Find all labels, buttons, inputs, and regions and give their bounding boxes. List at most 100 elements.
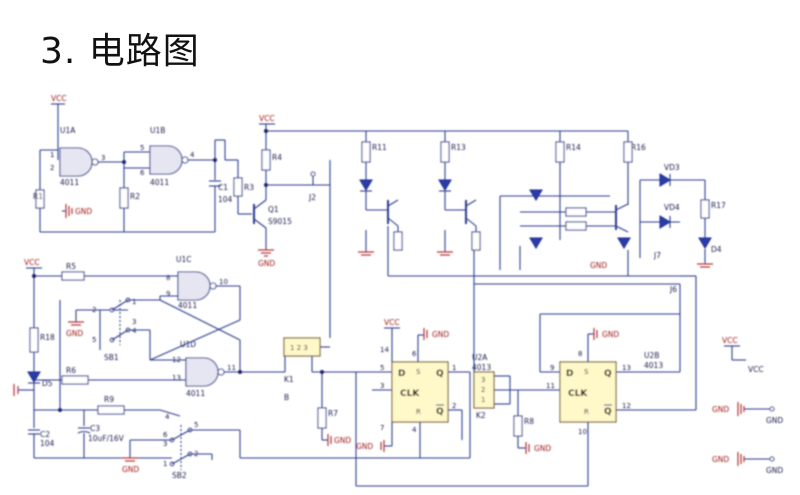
relay-K2: 3 2 1 K2 — [473, 371, 495, 420]
svg-text:U1A: U1A — [60, 126, 76, 135]
svg-text:13: 13 — [172, 374, 181, 382]
svg-text:13: 13 — [622, 364, 631, 372]
svg-text:11: 11 — [546, 382, 555, 390]
svg-text:6: 6 — [412, 350, 417, 358]
resistor-R5 — [61, 271, 85, 281]
svg-text:9: 9 — [550, 364, 554, 372]
svg-text:4: 4 — [132, 327, 137, 335]
svg-text:GND: GND — [122, 465, 139, 474]
svg-text:R2: R2 — [130, 192, 140, 201]
vcc-top-center: VCC — [259, 114, 275, 125]
resistor-R18 — [29, 327, 39, 353]
svg-text:4: 4 — [190, 151, 195, 159]
svg-text:VCC: VCC — [24, 258, 40, 267]
flip-flop-U2A: D S Q CLK R Q U2A 4013 5 3 1 2 6 4 7 14 — [380, 346, 491, 434]
transistor-Q1: Q1 S9015 — [253, 199, 292, 229]
gnd-symbol-1: GND — [62, 204, 92, 218]
vcc-left: VCC — [24, 258, 42, 269]
svg-text:10uF/16V: 10uF/16V — [88, 434, 125, 443]
svg-text:R6: R6 — [66, 366, 76, 375]
svg-text:7: 7 — [380, 424, 384, 432]
svg-text:VCC: VCC — [384, 318, 400, 327]
legend-gnd-2: GND GND — [712, 452, 783, 475]
svg-text:3: 3 — [481, 376, 485, 384]
resistor-R7 — [317, 407, 327, 429]
legend-vcc: VCC VCC — [722, 336, 764, 374]
led-branch-R11: R11 — [358, 131, 403, 256]
svg-text:J2: J2 — [308, 193, 316, 202]
svg-text:3: 3 — [163, 440, 167, 448]
svg-text:D4: D4 — [711, 245, 722, 254]
svg-text:U2B: U2B — [644, 351, 659, 360]
nand-gate-U1C: U1C 4011 8 9 10 — [166, 255, 228, 310]
svg-text:VD4: VD4 — [664, 203, 680, 212]
svg-text:CLK: CLK — [400, 389, 420, 399]
svg-text:1: 1 — [163, 460, 167, 468]
svg-text:5: 5 — [92, 336, 96, 344]
switch-SB1: 2 1 3 4 5 SB1 GND — [66, 297, 160, 362]
gnd-symbol-q1: GND — [258, 249, 275, 268]
svg-text:104: 104 — [40, 439, 55, 448]
svg-text:SB1: SB1 — [104, 353, 119, 362]
svg-text:GND: GND — [75, 207, 92, 216]
svg-text:K1: K1 — [284, 375, 294, 384]
svg-text:GND: GND — [766, 416, 783, 425]
svg-text:4013: 4013 — [472, 363, 491, 372]
resistor-R8 — [513, 415, 523, 437]
nand-gate-U1A: U1A 4011 1 2 3 — [50, 126, 105, 187]
led-D5 — [27, 371, 41, 383]
svg-text:4011: 4011 — [186, 389, 205, 398]
resistor-R6 — [61, 375, 89, 385]
svg-text:U2A: U2A — [472, 353, 488, 362]
svg-text:J7: J7 — [653, 251, 661, 260]
svg-text:C3: C3 — [90, 424, 100, 433]
svg-text:Q: Q — [604, 369, 612, 379]
svg-text:2: 2 — [481, 386, 485, 394]
svg-text:Q: Q — [436, 407, 444, 417]
svg-text:GND: GND — [66, 329, 83, 338]
svg-text:GND: GND — [356, 442, 373, 451]
svg-text:R: R — [416, 408, 421, 416]
svg-text:3: 3 — [101, 154, 105, 162]
led-branch-R13: R13 — [437, 131, 481, 256]
svg-text:GND: GND — [432, 330, 449, 339]
svg-text:R11: R11 — [372, 143, 387, 152]
svg-text:K2: K2 — [476, 411, 486, 420]
svg-text:4: 4 — [412, 426, 417, 434]
svg-text:R8: R8 — [524, 417, 534, 426]
svg-text:D: D — [398, 369, 405, 379]
svg-text:6: 6 — [163, 431, 168, 439]
svg-text:GND: GND — [334, 436, 351, 445]
svg-text:U1B: U1B — [150, 126, 165, 135]
svg-text:C2: C2 — [40, 430, 50, 439]
svg-text:104: 104 — [218, 195, 233, 204]
svg-text:4011: 4011 — [178, 301, 197, 310]
switch-SB2: 6 3 5 1 2 SB2 — [163, 421, 470, 480]
resistor-R2 — [119, 187, 129, 209]
svg-text:3: 3 — [132, 318, 136, 326]
svg-text:VD3: VD3 — [664, 163, 680, 172]
svg-text:GND: GND — [590, 261, 607, 270]
svg-text:R16: R16 — [631, 143, 646, 152]
svg-text:11: 11 — [227, 364, 236, 372]
svg-text:14: 14 — [380, 346, 389, 354]
svg-text:S9015: S9015 — [268, 217, 292, 226]
svg-text:GND: GND — [766, 466, 783, 475]
svg-text:U1D: U1D — [180, 340, 196, 349]
svg-text:D5: D5 — [42, 379, 53, 388]
relay-K1: 1 2 3 K1 B — [283, 337, 321, 402]
svg-text:R5: R5 — [66, 262, 76, 271]
svg-text:3: 3 — [380, 382, 384, 390]
svg-text:GND: GND — [258, 259, 275, 268]
vcc-top-left: VCC — [51, 94, 67, 128]
svg-text:4011: 4011 — [60, 178, 79, 187]
legend-gnd-1: GND GND — [712, 402, 783, 425]
svg-text:R4: R4 — [272, 153, 282, 162]
svg-text:1: 1 — [50, 151, 54, 159]
svg-text:9: 9 — [166, 290, 170, 298]
svg-text:4: 4 — [165, 413, 170, 421]
svg-text:8: 8 — [578, 350, 582, 358]
svg-text:12: 12 — [622, 402, 631, 410]
svg-text:1: 1 — [481, 396, 485, 404]
svg-text:J6: J6 — [669, 285, 677, 294]
